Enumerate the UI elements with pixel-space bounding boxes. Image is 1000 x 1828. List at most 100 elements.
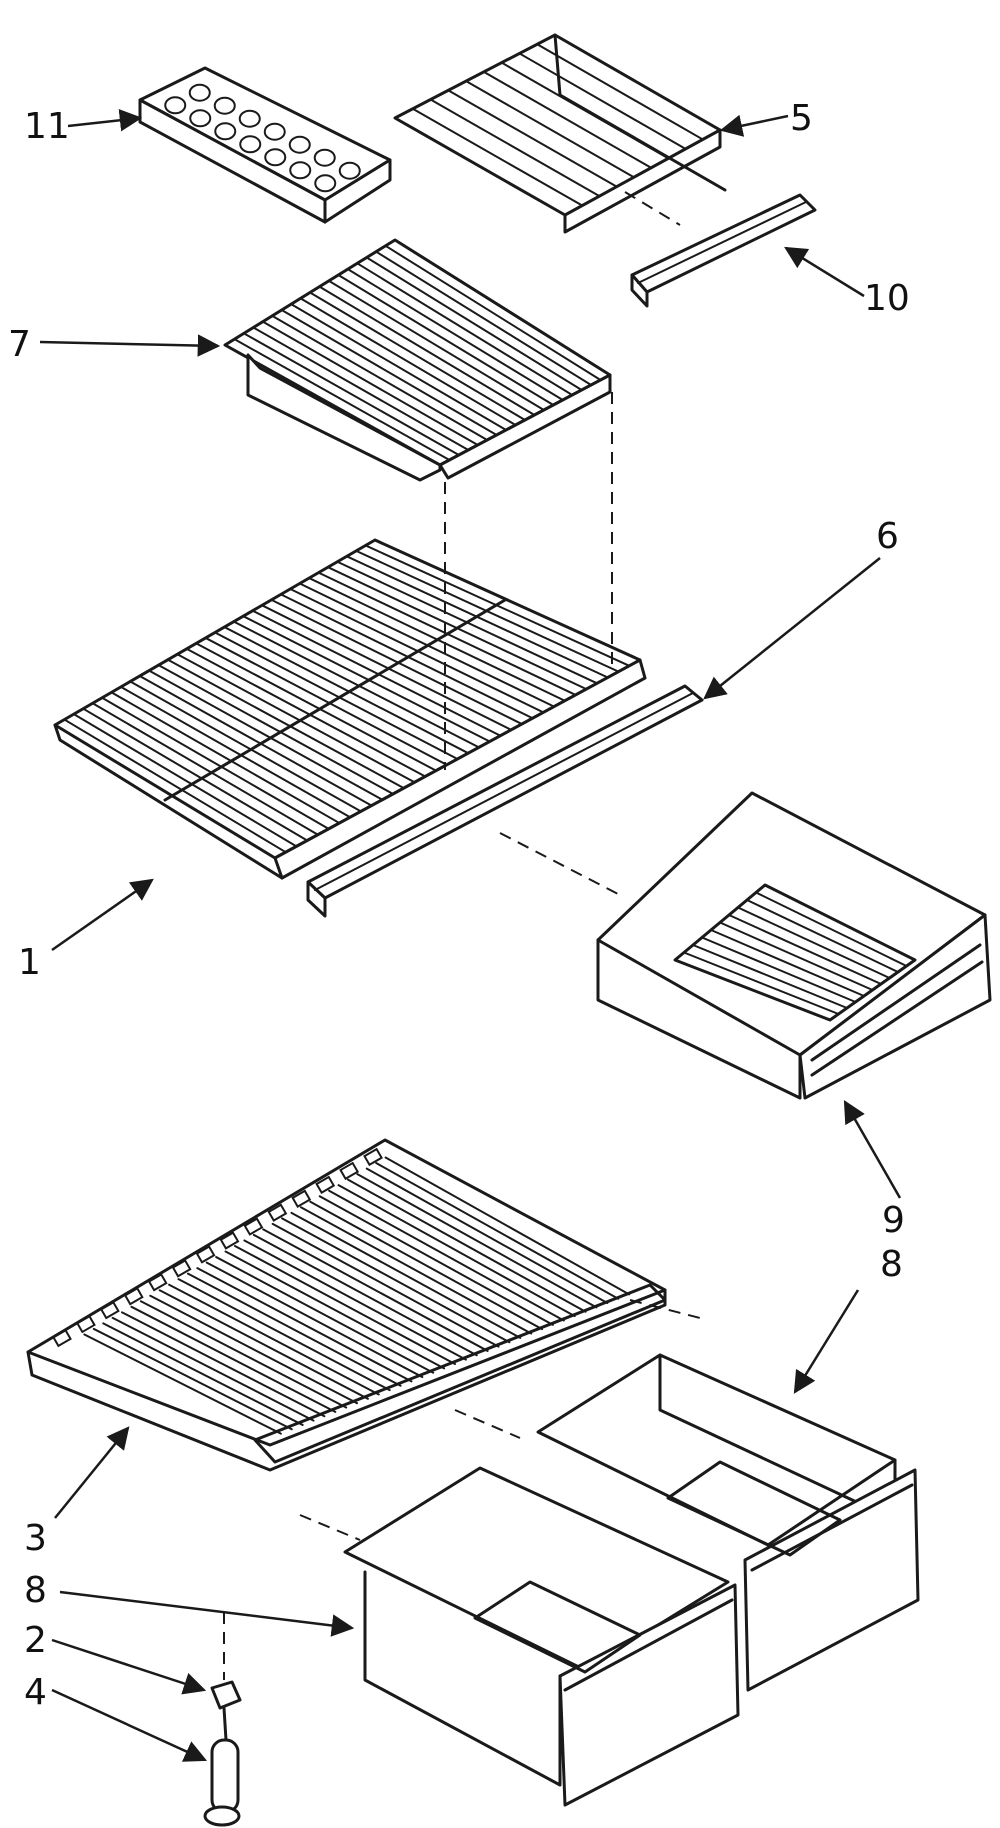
rib-line xyxy=(518,52,687,150)
rib-line xyxy=(356,262,574,396)
rib-line xyxy=(364,544,631,667)
rib-line xyxy=(384,244,602,381)
rib-line xyxy=(271,1222,500,1348)
cover-slot xyxy=(243,1217,264,1236)
ice-cell xyxy=(263,122,286,141)
crisper-drawer-left-icon xyxy=(343,1466,740,1807)
rib-line xyxy=(345,555,609,679)
ice-cell xyxy=(238,109,261,128)
rib-line xyxy=(157,664,395,795)
rib-line xyxy=(252,326,470,451)
rib-line xyxy=(158,1289,369,1400)
upper-wire-shelf-icon xyxy=(393,33,727,234)
ice-cell xyxy=(239,135,262,154)
ice-cell xyxy=(264,148,287,167)
rib-line xyxy=(177,1278,391,1392)
rib-line xyxy=(101,696,330,830)
rib-line xyxy=(299,297,517,426)
rib-line xyxy=(130,1305,337,1413)
rib-line xyxy=(482,70,653,169)
rib-line xyxy=(290,1211,522,1339)
rib-line xyxy=(326,566,588,691)
rib-line xyxy=(447,89,618,188)
rib-line xyxy=(102,1322,304,1426)
cover-slot xyxy=(219,1231,240,1250)
rib-line xyxy=(500,61,670,160)
rib-line xyxy=(251,609,502,737)
socket-icon xyxy=(210,1680,242,1742)
callout-4: 4 xyxy=(24,1672,47,1713)
rib-line xyxy=(111,1316,315,1422)
rib-line xyxy=(270,598,523,726)
rib-line xyxy=(683,951,840,1015)
rib-line xyxy=(355,549,620,673)
rib-line xyxy=(196,1267,413,1383)
rib-line xyxy=(318,1195,554,1326)
ice-cell xyxy=(289,161,312,180)
crisper-drawer-right-icon xyxy=(536,1353,920,1692)
ice-cell xyxy=(213,96,236,115)
callout-6: 6 xyxy=(876,516,899,557)
rib-line xyxy=(328,1189,565,1322)
rib-line xyxy=(281,1217,511,1344)
rib-line xyxy=(204,636,448,766)
rib-line xyxy=(299,1206,533,1335)
rib-line xyxy=(365,1167,609,1305)
callout-5: 5 xyxy=(790,98,813,139)
ice-cell xyxy=(288,135,311,154)
rib-line xyxy=(91,702,319,836)
rib-line xyxy=(243,1239,467,1361)
ice-cell xyxy=(214,122,237,141)
main-shelf-icon xyxy=(53,538,647,880)
rib-line xyxy=(176,653,416,784)
alignment-lines xyxy=(223,191,701,1680)
rib-line xyxy=(309,291,526,421)
rib-line xyxy=(346,268,564,401)
ice-cell xyxy=(338,161,361,180)
rib-line xyxy=(375,1162,620,1300)
cover-slot xyxy=(363,1147,383,1167)
rib-line xyxy=(279,593,534,720)
rib-line xyxy=(72,713,298,848)
cover-slot xyxy=(267,1203,288,1222)
cover-slot xyxy=(147,1273,168,1292)
rib-line xyxy=(429,98,601,198)
callout-2: 2 xyxy=(24,1620,47,1661)
callouts: 11 5 10 7 6 1 9 8 3 8 2 4 xyxy=(8,98,910,1762)
rib-line xyxy=(223,626,470,755)
cover-slot xyxy=(195,1245,216,1264)
rib-line xyxy=(271,314,489,441)
callout-10: 10 xyxy=(864,278,910,319)
rib-line xyxy=(92,1327,293,1431)
rib-line xyxy=(692,944,848,1009)
rib-line xyxy=(337,1184,576,1318)
rib-line xyxy=(356,1173,598,1309)
rib-line xyxy=(195,642,438,772)
callout-7: 7 xyxy=(8,324,31,365)
rib-line xyxy=(138,675,373,807)
cover-slot xyxy=(99,1300,120,1320)
rib-line xyxy=(346,1178,587,1313)
rib-line xyxy=(121,1311,326,1418)
cover-slot xyxy=(52,1328,72,1348)
rib-line xyxy=(728,914,882,985)
rib-line xyxy=(737,906,891,979)
callout-3: 3 xyxy=(24,1518,47,1559)
freezer-shelf-icon xyxy=(223,238,612,482)
rib-line xyxy=(214,631,459,760)
cover-slot xyxy=(315,1175,336,1195)
rib-line xyxy=(317,571,577,696)
crisper-cover-icon xyxy=(26,1138,667,1472)
rib-line xyxy=(148,669,384,801)
rib-line xyxy=(318,285,536,416)
rib-line xyxy=(290,303,508,431)
rib-line xyxy=(168,1283,380,1396)
rib-line xyxy=(242,332,460,456)
ice-cell xyxy=(314,174,337,193)
rib-line xyxy=(746,899,899,973)
cover-slot xyxy=(171,1259,192,1278)
callout-8-right: 8 xyxy=(880,1244,903,1285)
ice-cell xyxy=(189,109,212,128)
rib-line xyxy=(83,1333,282,1435)
